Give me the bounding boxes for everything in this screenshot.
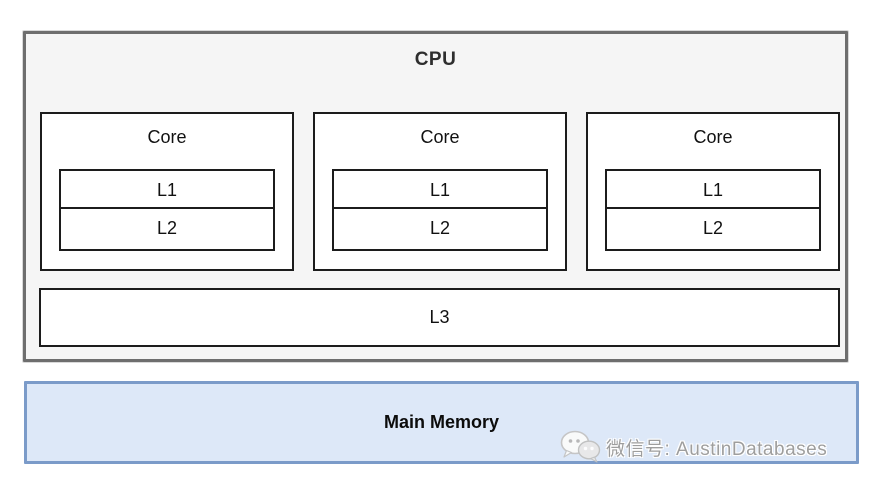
main-memory-box: Main Memory bbox=[24, 381, 859, 464]
l1-cache: L1 bbox=[607, 171, 819, 209]
core-box-3: Core L1 L2 bbox=[586, 112, 840, 271]
l1-cache: L1 bbox=[61, 171, 273, 209]
l3-cache: L3 bbox=[39, 288, 840, 347]
core-box-2: Core L1 L2 bbox=[313, 112, 567, 271]
core-box-1: Core L1 L2 bbox=[40, 112, 294, 271]
cache-stack: L1 L2 bbox=[605, 169, 821, 251]
l1-cache: L1 bbox=[334, 171, 546, 209]
cache-stack: L1 L2 bbox=[59, 169, 275, 251]
cache-stack: L1 L2 bbox=[332, 169, 548, 251]
core-label: Core bbox=[693, 127, 733, 147]
cpu-title: CPU bbox=[414, 49, 457, 70]
l2-cache: L2 bbox=[702, 218, 724, 238]
core-label: Core bbox=[420, 127, 460, 147]
core-label: Core bbox=[147, 127, 187, 147]
l2-cache: L2 bbox=[156, 218, 178, 238]
l2-cache: L2 bbox=[429, 218, 451, 238]
cpu-package-box: CPU Core L1 L2 Core L1 L2 Core L1 L2 bbox=[23, 31, 848, 362]
